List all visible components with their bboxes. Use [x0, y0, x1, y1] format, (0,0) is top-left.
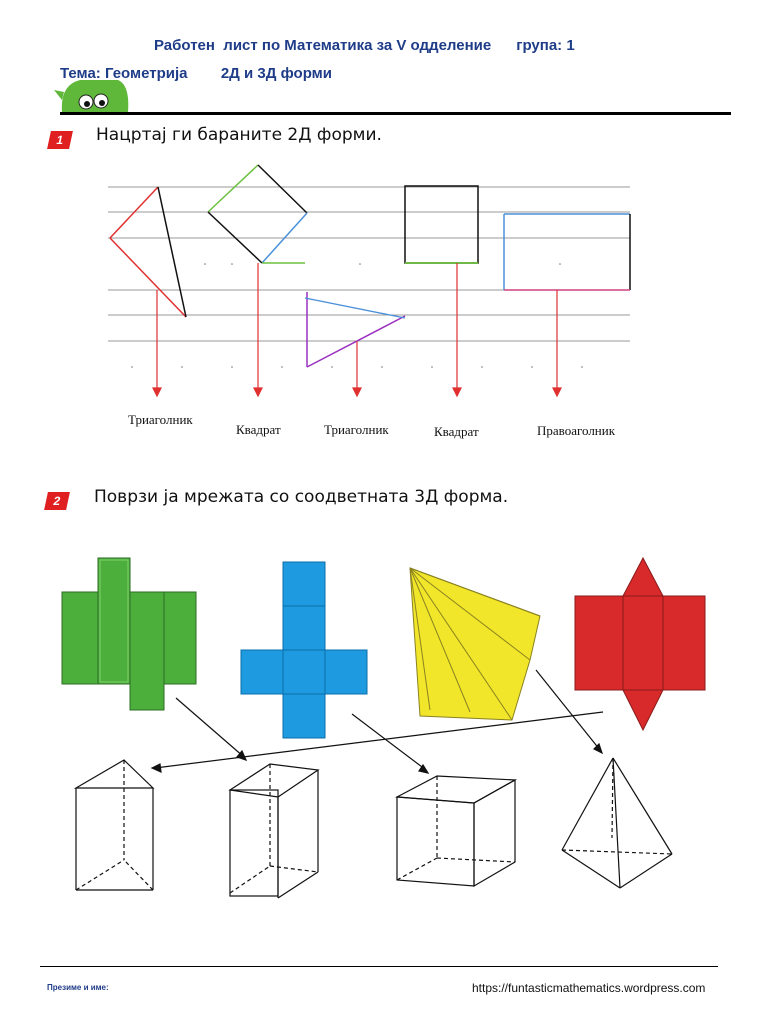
yellow-pyramid-net — [409, 567, 541, 721]
cube-solid — [394, 775, 518, 888]
worksheet-topic: Тема: Геометрија 2Д и 3Д форми — [60, 65, 332, 82]
shape-label: Правоаголник — [537, 423, 616, 438]
footer-rule — [40, 966, 718, 967]
worksheet-title: Работен лист по Математика за V одделени… — [154, 37, 575, 54]
header-rule — [60, 112, 731, 115]
shape-label: Триаголник — [324, 422, 389, 437]
rectangle-shape — [503, 213, 631, 291]
footer-url[interactable]: https://funtasticmathematics.wordpress.c… — [472, 981, 706, 995]
shape-label: Квадрат — [434, 424, 479, 439]
task-2-instruction: Поврзи ја мрежата со соодветната 3Д форм… — [94, 487, 509, 507]
student-name-label: Презиме и име: — [47, 983, 109, 992]
red-prism-net — [574, 556, 706, 732]
pyramid-solid — [561, 757, 673, 889]
triangle-2-shape — [304, 292, 406, 368]
task-1-instruction: Нацртај ги бараните 2Д форми. — [96, 125, 382, 145]
triangular-prism-solid — [73, 759, 155, 891]
blue-cube-net — [240, 561, 368, 739]
shape-label: Триаголник — [128, 412, 193, 427]
square-1-shape — [207, 164, 308, 264]
rectangular-prism-solid — [228, 763, 320, 899]
shape-label: Квадрат — [236, 422, 281, 437]
triangle-1-shape — [109, 186, 187, 318]
green-prism-net — [61, 557, 197, 711]
square-2-shape — [404, 185, 479, 264]
